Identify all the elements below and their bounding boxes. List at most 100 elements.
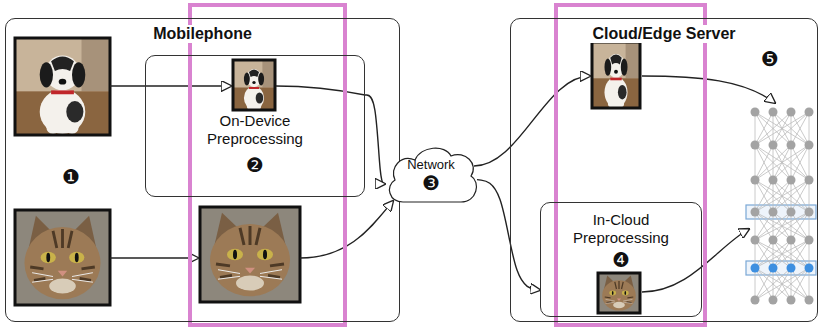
neural-network [755, 212, 773, 240]
highlight-frame [556, 5, 705, 325]
neural-network [773, 180, 809, 212]
process-box: On-Device Preprocessing ❷ [145, 55, 365, 197]
neural-network [773, 268, 809, 300]
neural-network [805, 296, 814, 305]
neural-network [791, 240, 809, 268]
neural-network [755, 112, 791, 145]
neural-network [787, 296, 796, 305]
neural-network [755, 145, 791, 180]
neural-network [751, 208, 760, 217]
neural-network [769, 141, 778, 150]
image-arrow [110, 76, 775, 292]
neural-network [755, 112, 773, 145]
neural-network [755, 112, 756, 145]
neural-network [809, 268, 810, 300]
neural-network [809, 145, 810, 180]
cat-photo [15, 210, 110, 305]
neural-network [755, 145, 756, 180]
neural-network [755, 268, 773, 300]
neural-network [755, 212, 809, 240]
callout-number: ❶ [62, 166, 80, 188]
neural-network [755, 268, 791, 300]
neural-network [755, 112, 809, 145]
neural-network [755, 145, 809, 180]
neural-network [787, 141, 796, 150]
neural-network [755, 240, 773, 268]
neural-network [809, 180, 810, 212]
text-stack: Network❸ [385, 157, 477, 194]
neural-network [751, 141, 760, 150]
neural-network [791, 145, 809, 180]
dog-photo-small [233, 60, 275, 110]
neural-network [751, 236, 760, 245]
neural-network [769, 208, 778, 217]
neural-network [769, 236, 778, 245]
process-label: On-Device Preprocessing [185, 112, 325, 148]
flow-arrow [477, 180, 540, 290]
neural-network [791, 180, 809, 212]
neural-network [755, 145, 791, 180]
neural-network [755, 212, 773, 240]
neural-network [755, 180, 809, 212]
neural-network [773, 268, 809, 300]
dog-photo-small [592, 42, 640, 108]
neural-network [791, 212, 809, 240]
neural-network [755, 180, 791, 212]
process-box: In-Cloud Preprocessing❹ [540, 202, 702, 317]
neural-network [755, 180, 773, 212]
callout-number: ❷ [246, 154, 264, 176]
neural-network [805, 208, 814, 217]
neural-network [791, 180, 809, 212]
neural-network [787, 208, 796, 217]
neural-network [751, 176, 760, 185]
neural-network [773, 112, 809, 145]
neural-network [769, 108, 778, 117]
neural-network [773, 145, 809, 180]
image-arrow [642, 76, 775, 103]
cloud-outline [389, 148, 476, 202]
text-stack: Cloud/Edge Server [511, 25, 817, 43]
neural-network [751, 264, 760, 273]
image-arrow [474, 76, 590, 166]
neural-network [809, 112, 810, 145]
neural-network [746, 108, 816, 305]
neural-network [755, 180, 773, 212]
network-cloud: Network❸ [385, 140, 477, 212]
text-stack: On-Device Preprocessing ❷ [146, 112, 364, 176]
neural-network [755, 268, 756, 300]
neural-network [755, 240, 809, 268]
process-label: In-Cloud Preprocessing [556, 211, 686, 247]
text-stack: In-Cloud Preprocessing❹ [541, 211, 701, 271]
neural-network [791, 145, 809, 180]
cloud-label: Network [407, 157, 455, 172]
neural-network [755, 145, 809, 180]
neural-network [755, 180, 791, 212]
neural-network [791, 268, 809, 300]
image-arrow [110, 85, 231, 86]
neural-network [773, 145, 809, 180]
neural-network [755, 112, 809, 145]
neural-network [751, 296, 760, 305]
neural-network [769, 176, 778, 185]
neural-network [787, 108, 796, 117]
neural-network [755, 212, 809, 240]
dog-photo [15, 38, 110, 135]
neural-network [755, 180, 756, 212]
neural-network [805, 176, 814, 185]
neural-network [805, 108, 814, 117]
neural-network [791, 112, 809, 145]
highlight-frame [190, 5, 345, 325]
callout-number: ❹ [612, 249, 630, 271]
neural-network [773, 180, 809, 212]
callout-number: ❺ [761, 48, 779, 70]
neural-network [769, 296, 778, 305]
neural-network [791, 268, 809, 300]
neural-network [787, 264, 796, 273]
neural-network [769, 264, 778, 273]
text-stack: Mobilephone [6, 25, 399, 43]
neural-network [755, 112, 791, 145]
neural-network [755, 268, 791, 300]
cat-photo-small [598, 273, 640, 313]
neural-network [773, 112, 809, 145]
